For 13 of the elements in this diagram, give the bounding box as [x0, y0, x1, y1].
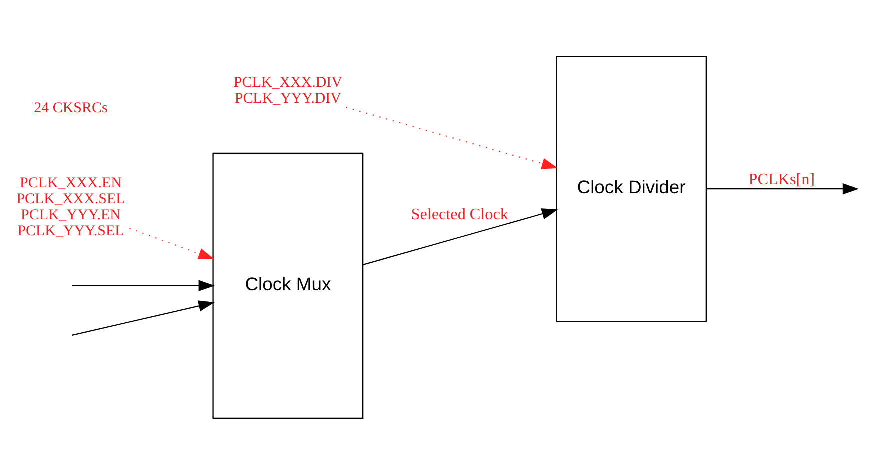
arrow: [706, 183, 860, 195]
edge-label: PCLKs[n]: [748, 172, 816, 189]
edge-label: Selected Clock: [411, 206, 508, 224]
arrow: [346, 107, 558, 170]
arrow: [72, 280, 215, 292]
arrow: [72, 300, 215, 336]
label: 24 CKSRCs: [34, 100, 108, 116]
node-box: Clock Divider: [556, 56, 707, 322]
node-text: PCLK_XXX.DIV PCLK_YYY.DIV: [234, 75, 342, 108]
arrow: [363, 208, 558, 266]
node-text: PCLK_XXX.EN PCLK_XXX.SEL PCLK_YYY.EN PCLK_YYY.SEL: [16, 175, 126, 240]
arrow: [130, 228, 215, 260]
node-box: Clock Mux: [212, 152, 364, 419]
